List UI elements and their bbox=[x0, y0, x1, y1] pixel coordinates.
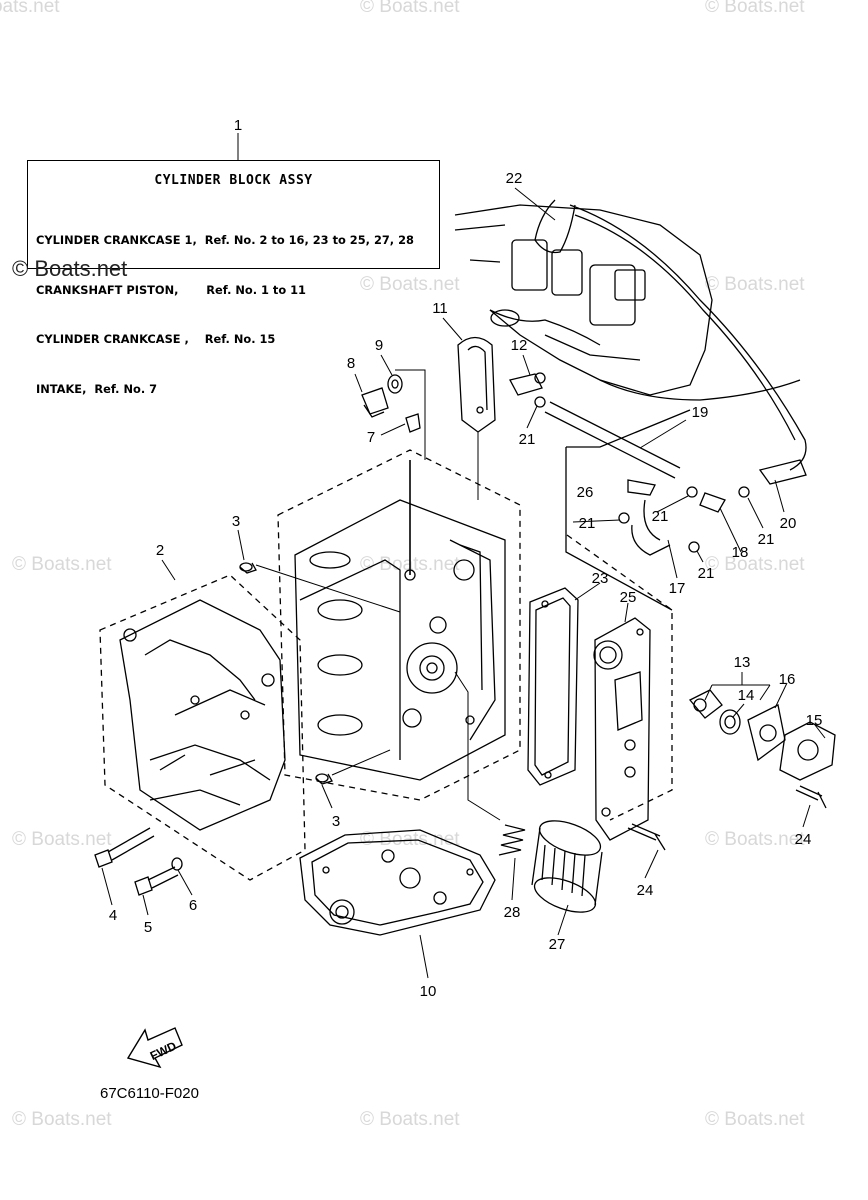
fwd-label: FWD bbox=[148, 1039, 179, 1063]
watermark: © Boats.net bbox=[705, 0, 805, 17]
engine-outline bbox=[454, 204, 801, 401]
watermark-overlay: © Boats.net bbox=[12, 256, 128, 281]
callout-9: 9 bbox=[375, 337, 383, 354]
watermark: © Boats.net bbox=[360, 829, 460, 850]
callout-6: 6 bbox=[189, 897, 197, 914]
callout-23: 23 bbox=[592, 570, 609, 587]
callout-7: 7 bbox=[367, 429, 375, 446]
callout-10: 10 bbox=[420, 983, 437, 1000]
watermark: © Boats.net bbox=[360, 0, 460, 17]
watermark: © Boats.net bbox=[360, 1109, 460, 1130]
callout-12: 12 bbox=[511, 337, 528, 354]
callout-3: 3 bbox=[232, 513, 240, 530]
callout-17: 17 bbox=[669, 580, 686, 597]
callout-21: 21 bbox=[579, 515, 596, 532]
callout-20: 20 bbox=[780, 515, 797, 532]
callout-21: 21 bbox=[758, 531, 775, 548]
callout-26: 26 bbox=[577, 484, 594, 501]
callout-2: 2 bbox=[156, 542, 164, 559]
callout-11: 11 bbox=[432, 300, 448, 317]
callout-21: 21 bbox=[519, 431, 536, 448]
callout-5: 5 bbox=[144, 919, 152, 936]
crankcase-part-2 bbox=[99, 574, 306, 881]
leader-lines bbox=[101, 133, 826, 979]
watermark: © Boats.net bbox=[12, 1109, 112, 1130]
callout-8: 8 bbox=[347, 355, 355, 372]
gasket-part-23 bbox=[527, 587, 579, 786]
watermark: © Boats.net bbox=[360, 274, 460, 295]
callout-22: 22 bbox=[506, 170, 523, 187]
plug-parts bbox=[361, 372, 546, 433]
callout-24: 24 bbox=[637, 882, 654, 899]
thermostat-parts bbox=[627, 689, 836, 851]
title-box-lines: CYLINDER CRANKCASE 1, Ref. No. 2 to 16, … bbox=[36, 199, 414, 430]
callout-27: 27 bbox=[549, 936, 566, 953]
watermark: © Boats.net bbox=[12, 554, 112, 575]
callout-28: 28 bbox=[504, 904, 521, 921]
callout-13: 13 bbox=[734, 654, 751, 671]
callout-24: 24 bbox=[795, 831, 812, 848]
diagram-code: 67C6110-F020 bbox=[100, 1085, 199, 1102]
callout-16: 16 bbox=[779, 671, 796, 688]
spring-part-28 bbox=[498, 824, 526, 856]
hose-part-22 bbox=[534, 199, 807, 471]
watermark: © Boats.net bbox=[705, 1109, 805, 1130]
watermark: © Boats.net bbox=[12, 829, 112, 850]
dowel-parts bbox=[239, 562, 333, 785]
bolt-parts bbox=[94, 827, 183, 896]
watermark: © Boats.net bbox=[705, 554, 805, 575]
title-box-heading: CYLINDER BLOCK ASSY bbox=[154, 173, 313, 188]
callout-18: 18 bbox=[732, 544, 749, 561]
hose-parts bbox=[544, 401, 807, 611]
title-box-line: CYLINDER CRANKCASE 1, Ref. No. 2 to 16, … bbox=[36, 233, 414, 247]
callout-21: 21 bbox=[652, 508, 669, 525]
callout-1: 1 bbox=[234, 117, 242, 134]
title-box: CYLINDER BLOCK ASSY CYLINDER CRANKCASE 1… bbox=[27, 160, 440, 396]
watermark: © Boats.net bbox=[0, 0, 60, 17]
title-box-line: CRANKSHAFT PISTON, Ref. No. 1 to 11 bbox=[36, 282, 306, 297]
callout-25: 25 bbox=[620, 589, 637, 606]
watermark: © Boats.net bbox=[705, 829, 805, 850]
callout-3: 3 bbox=[332, 813, 340, 830]
oil-filter-part-27 bbox=[531, 820, 603, 913]
callouts: 1 2 3 3 4 5 6 7 8 9 10 11 12 13 14 15 16… bbox=[109, 117, 823, 1000]
cylinder-block bbox=[277, 449, 521, 801]
callout-14: 14 bbox=[738, 687, 755, 704]
fwd-arrow: FWD bbox=[126, 1027, 183, 1069]
callout-15: 15 bbox=[806, 712, 823, 729]
title-box-line: CYLINDER CRANKCASE , Ref. No. 15 bbox=[36, 332, 276, 346]
gasket-part-10 bbox=[299, 829, 496, 936]
callout-19: 19 bbox=[692, 404, 709, 421]
watermark: © Boats.net bbox=[705, 274, 805, 295]
guide-part-11 bbox=[457, 336, 496, 500]
callout-21: 21 bbox=[698, 565, 715, 582]
title-box-line: INTAKE, Ref. No. 7 bbox=[36, 381, 158, 396]
callout-4: 4 bbox=[109, 907, 117, 924]
cover-part-25 bbox=[566, 534, 673, 841]
